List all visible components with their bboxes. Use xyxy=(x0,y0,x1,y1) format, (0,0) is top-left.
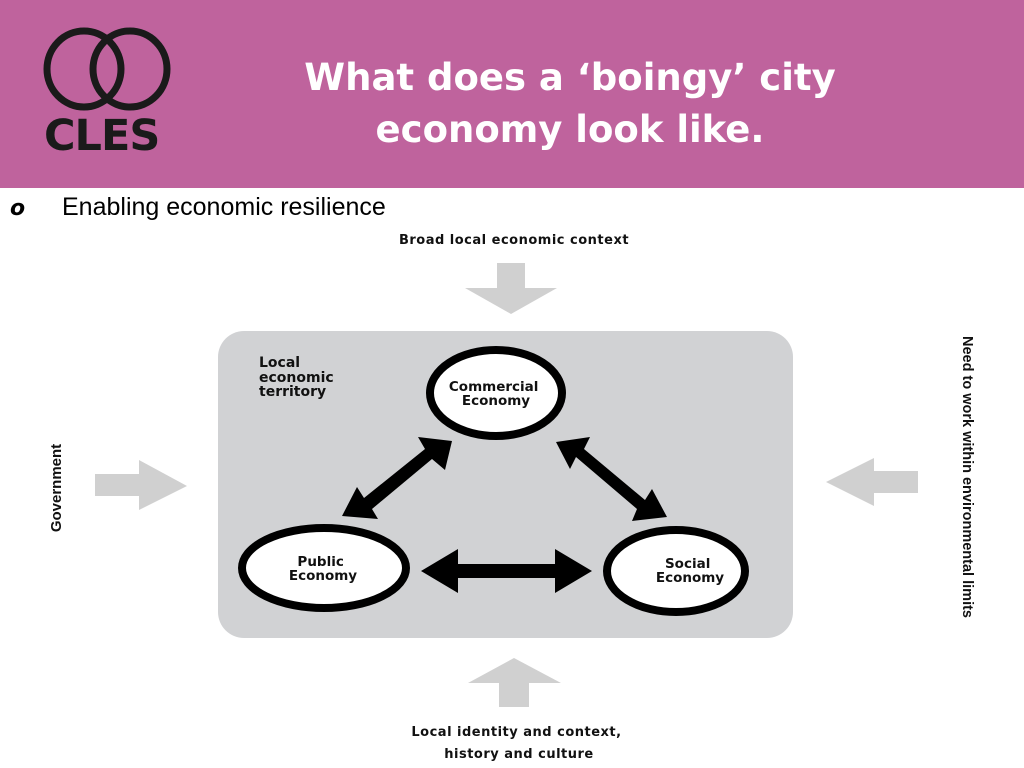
social-economy-node xyxy=(603,526,749,616)
public-economy-label: Public Economy xyxy=(289,554,357,584)
public-social-double-arrow-icon xyxy=(421,549,592,593)
environmental-limits-label: Need to work within environmental limits xyxy=(959,336,975,618)
title-line-2: economy look like. xyxy=(375,108,765,151)
bullet-marker: o xyxy=(10,196,26,221)
cles-rings-logo-icon xyxy=(43,27,171,111)
bottom-identity-label: Local identity and context, history and … xyxy=(411,725,626,762)
territory-label: Local economic territory xyxy=(259,355,339,400)
right-arrow-left-icon xyxy=(826,458,918,506)
top-arrow-down-icon xyxy=(465,263,557,314)
header-banner: CLES What does a ‘boingy’ city economy l… xyxy=(0,0,1024,188)
bottom-arrow-up-icon xyxy=(468,658,561,707)
commercial-social-double-arrow-icon xyxy=(556,437,667,521)
left-arrow-right-icon xyxy=(95,460,187,510)
title-line-1: What does a ‘boingy’ city xyxy=(304,56,836,99)
bullet-text: Enabling economic resilience xyxy=(62,193,386,221)
commercial-economy-label: Commercial Economy xyxy=(449,379,543,409)
logo-text: CLES xyxy=(44,111,160,161)
commercial-public-double-arrow-icon xyxy=(342,437,452,519)
public-economy-node xyxy=(238,524,410,612)
government-label: Government xyxy=(48,444,65,532)
commercial-economy-node xyxy=(426,346,566,440)
social-economy-label: Social Economy xyxy=(656,556,724,586)
top-context-label: Broad local economic context xyxy=(399,233,629,248)
page-title: What does a ‘boingy’ city economy look l… xyxy=(250,52,890,156)
